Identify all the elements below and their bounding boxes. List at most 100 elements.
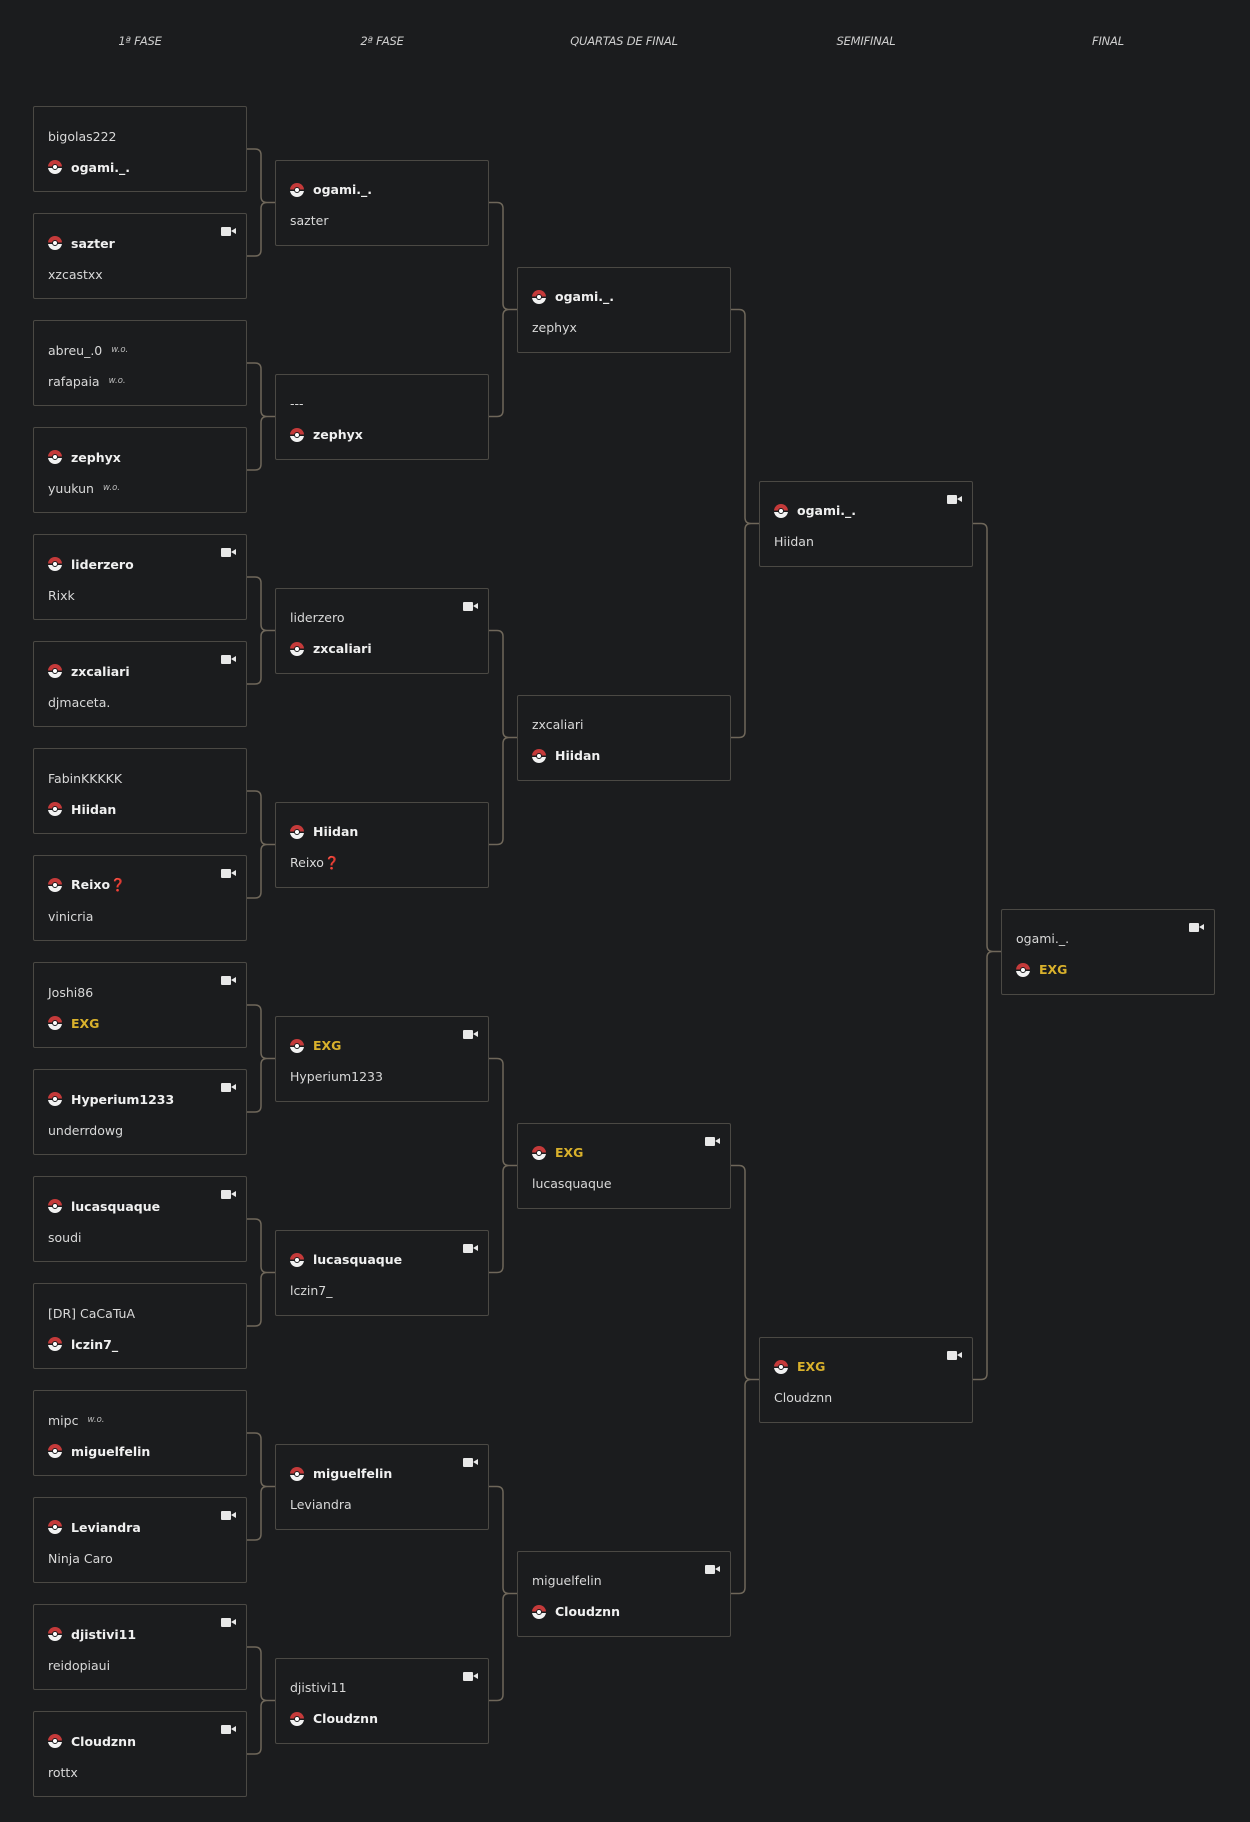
match-card[interactable]: Cloudznn rottx: [33, 1711, 247, 1797]
player-row[interactable]: FabinKKKKK: [48, 768, 232, 788]
match-card[interactable]: [DR] CaCaTuA lczin7_: [33, 1283, 247, 1369]
video-camera-icon[interactable]: [221, 1510, 236, 1520]
player-row[interactable]: bigolas222: [48, 126, 232, 146]
match-card[interactable]: Reixo❓ vinicria: [33, 855, 247, 941]
player-row-winner[interactable]: zxcaliari: [290, 639, 474, 659]
player-row[interactable]: lczin7_: [290, 1281, 474, 1301]
video-camera-icon[interactable]: [1189, 922, 1204, 932]
player-row-winner[interactable]: ogami._.: [532, 287, 716, 307]
player-row-winner[interactable]: Hiidan: [290, 822, 474, 842]
match-card[interactable]: EXG Cloudznn: [759, 1336, 973, 1423]
player-row-winner[interactable]: ogami._.: [290, 180, 474, 200]
player-row[interactable]: Ninja Caro: [48, 1548, 232, 1568]
player-row[interactable]: Joshi86: [48, 982, 232, 1002]
video-camera-icon[interactable]: [221, 547, 236, 557]
player-row[interactable]: zxcaliari: [532, 715, 716, 735]
player-row[interactable]: rottx: [48, 1762, 232, 1782]
player-row-winner[interactable]: Cloudznn: [532, 1602, 716, 1622]
video-camera-icon[interactable]: [463, 1457, 478, 1467]
player-row-winner[interactable]: EXG: [774, 1357, 958, 1377]
video-camera-icon[interactable]: [221, 226, 236, 236]
player-row-winner[interactable]: zxcaliari: [48, 661, 232, 681]
player-row[interactable]: Hiidan: [774, 532, 958, 552]
match-card[interactable]: ogami._.sazter: [275, 159, 489, 246]
video-camera-icon[interactable]: [221, 1189, 236, 1199]
match-card[interactable]: ogami._. Hiidan: [759, 480, 973, 567]
player-row[interactable]: miguelfelin: [532, 1571, 716, 1591]
player-row-winner[interactable]: liderzero: [48, 554, 232, 574]
player-row-winner[interactable]: Leviandra: [48, 1517, 232, 1537]
player-row-winner[interactable]: ogami._.: [774, 501, 958, 521]
video-camera-icon[interactable]: [463, 601, 478, 611]
player-row-winner[interactable]: Hyperium1233: [48, 1089, 232, 1109]
video-camera-icon[interactable]: [221, 654, 236, 664]
video-camera-icon[interactable]: [221, 868, 236, 878]
video-camera-icon[interactable]: [221, 1617, 236, 1627]
player-row[interactable]: Rixk: [48, 585, 232, 605]
player-row-winner[interactable]: zephyx: [48, 447, 232, 467]
player-row-winner[interactable]: zephyx: [290, 425, 474, 445]
player-row[interactable]: [DR] CaCaTuA: [48, 1303, 232, 1323]
video-camera-icon[interactable]: [221, 1724, 236, 1734]
player-row-winner[interactable]: Hiidan: [48, 799, 232, 819]
player-row[interactable]: ogami._.: [1016, 929, 1200, 949]
player-row[interactable]: Cloudznn: [774, 1388, 958, 1408]
match-card[interactable]: ogami._.zephyx: [517, 266, 731, 353]
video-camera-icon[interactable]: [947, 1350, 962, 1360]
match-card[interactable]: liderzero zxcaliari: [275, 587, 489, 674]
player-row-winner[interactable]: EXG: [290, 1036, 474, 1056]
player-row-winner[interactable]: EXG: [532, 1143, 716, 1163]
player-row-winner[interactable]: Cloudznn: [48, 1731, 232, 1751]
player-row[interactable]: soudi: [48, 1227, 232, 1247]
player-row-winner[interactable]: EXG: [48, 1013, 232, 1033]
player-row-winner[interactable]: Hiidan: [532, 746, 716, 766]
player-row-winner[interactable]: djistivi11: [48, 1624, 232, 1644]
match-card[interactable]: bigolas222 ogami._.: [33, 106, 247, 192]
match-card[interactable]: ogami._.EXG: [1001, 908, 1215, 995]
match-card[interactable]: sazter xzcastxx: [33, 213, 247, 299]
player-row-winner[interactable]: miguelfelin: [48, 1441, 232, 1461]
match-card[interactable]: zxcaliari djmaceta.: [33, 641, 247, 727]
player-row-winner[interactable]: lczin7_: [48, 1334, 232, 1354]
player-row[interactable]: djmaceta.: [48, 692, 232, 712]
player-row-winner[interactable]: Cloudznn: [290, 1709, 474, 1729]
video-camera-icon[interactable]: [705, 1136, 720, 1146]
video-camera-icon[interactable]: [463, 1671, 478, 1681]
video-camera-icon[interactable]: [221, 1082, 236, 1092]
player-row[interactable]: xzcastxx: [48, 264, 232, 284]
player-row-winner[interactable]: sazter: [48, 233, 232, 253]
player-row-winner[interactable]: Reixo❓: [48, 875, 232, 895]
player-row[interactable]: Hyperium1233: [290, 1067, 474, 1087]
player-row-winner[interactable]: ogami._.: [48, 157, 232, 177]
match-card[interactable]: FabinKKKKK Hiidan: [33, 748, 247, 834]
player-row[interactable]: zephyx: [532, 318, 716, 338]
player-row[interactable]: Reixo❓: [290, 853, 474, 873]
player-row[interactable]: reidopiaui: [48, 1655, 232, 1675]
player-row[interactable]: ---: [290, 394, 474, 414]
player-row[interactable]: sazter: [290, 211, 474, 231]
match-card[interactable]: EXG Hyperium1233: [275, 1015, 489, 1102]
match-card[interactable]: --- zephyx: [275, 373, 489, 460]
player-row[interactable]: djistivi11: [290, 1678, 474, 1698]
match-card[interactable]: djistivi11 reidopiaui: [33, 1604, 247, 1690]
player-row[interactable]: Leviandra: [290, 1495, 474, 1515]
video-camera-icon[interactable]: [463, 1029, 478, 1039]
player-row[interactable]: liderzero: [290, 608, 474, 628]
video-camera-icon[interactable]: [947, 494, 962, 504]
player-row[interactable]: vinicria: [48, 906, 232, 926]
